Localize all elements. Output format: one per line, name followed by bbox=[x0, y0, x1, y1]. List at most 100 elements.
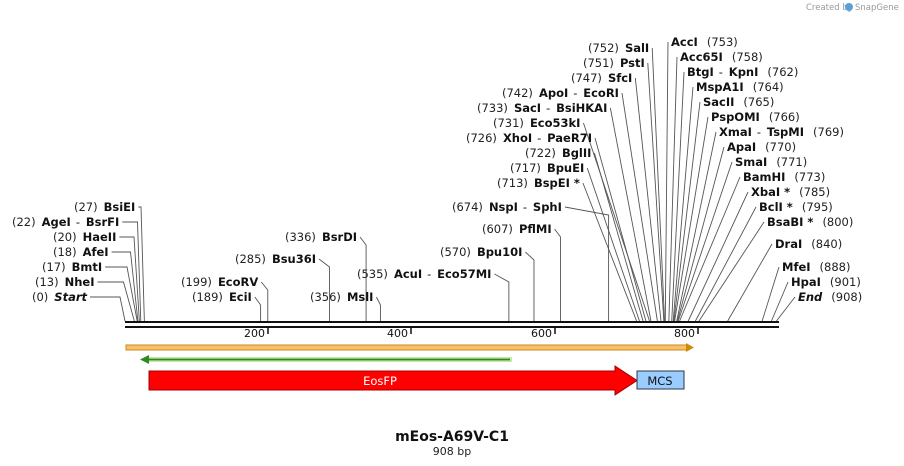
site-ecii-name: EciI bbox=[229, 290, 252, 304]
site-bsihkai-name: BsiHKAI bbox=[556, 101, 607, 115]
site-bspei[interactable]: (713)BspEI * bbox=[497, 176, 580, 190]
connector-end bbox=[776, 296, 796, 322]
site-acui-name: AcuI bbox=[394, 267, 422, 281]
site-bmti[interactable]: (17)BmtI bbox=[42, 260, 102, 274]
site-bsiei-position: (27) bbox=[74, 200, 98, 214]
site-hpai[interactable]: HpaI(901) bbox=[791, 275, 861, 289]
tick-label-600: 600 bbox=[531, 327, 552, 340]
snapgene-brand: SnapGene bbox=[855, 3, 899, 13]
site-pspomi-position: (766) bbox=[769, 110, 800, 124]
site-nspi-dash: - bbox=[523, 200, 527, 214]
site-tspmi-name: TspMI bbox=[767, 125, 804, 139]
site-bsrdi[interactable]: (336)BsrDI bbox=[285, 230, 357, 244]
site-sali-name: SalI bbox=[625, 41, 649, 55]
site-apoi[interactable]: (742)ApoI-EcoRI bbox=[502, 86, 619, 100]
connector-msli bbox=[376, 296, 381, 321]
site-agei[interactable]: (22)AgeI-BsrFI bbox=[12, 215, 119, 229]
site-saci[interactable]: (733)SacI-BsiHKAI bbox=[477, 101, 607, 115]
site-acci[interactable]: AccI(753) bbox=[671, 35, 738, 49]
site-mspa1i[interactable]: MspA1I(764) bbox=[696, 80, 784, 94]
connector-bamhi bbox=[679, 176, 741, 322]
site-end-name: End bbox=[798, 290, 823, 304]
site-bpuei-position: (717) bbox=[510, 161, 541, 175]
site-bsu36i[interactable]: (285)Bsu36I bbox=[235, 252, 316, 266]
site-drai[interactable]: DraI(840) bbox=[775, 237, 842, 251]
site-haeii[interactable]: (20)HaeII bbox=[53, 230, 116, 244]
site-ecori-name: EcoRI bbox=[583, 86, 619, 100]
site-smai[interactable]: SmaI(771) bbox=[735, 155, 807, 169]
site-msli[interactable]: (356)MslI bbox=[310, 290, 373, 304]
connector-bmti bbox=[105, 266, 138, 322]
site-pflmi[interactable]: (607)PflMI bbox=[482, 222, 552, 236]
site-xbai-position: (785) bbox=[799, 185, 830, 199]
site-ecii[interactable]: (189) EciI bbox=[192, 290, 252, 304]
connector-bsu36i bbox=[318, 258, 330, 321]
site-bpu10i[interactable]: (570)Bpu10I bbox=[440, 245, 522, 259]
site-acc65i[interactable]: Acc65I(758) bbox=[680, 50, 763, 64]
site-sacii[interactable]: SacII(765) bbox=[703, 95, 774, 109]
site-sali-position: (752) bbox=[588, 41, 619, 55]
site-mfei[interactable]: MfeI(888) bbox=[782, 260, 850, 274]
backbone-bottom-strand bbox=[125, 326, 779, 328]
site-ecii-position: (189) bbox=[192, 290, 223, 304]
site-ecorv-position: (199) bbox=[181, 275, 212, 289]
connector-apoi bbox=[621, 92, 658, 322]
plasmid-title: mEos-A69V-C1 bbox=[395, 429, 509, 445]
site-agei-position: (22) bbox=[12, 215, 36, 229]
site-sali[interactable]: (752) SalI bbox=[588, 41, 649, 55]
site-btgi[interactable]: BtgI-KpnI(762) bbox=[687, 65, 798, 79]
site-nhei[interactable]: (13)NheI bbox=[35, 275, 95, 289]
site-end[interactable]: End (908) bbox=[798, 290, 862, 304]
site-sfci-position: (747) bbox=[571, 71, 602, 85]
site-haeii-position: (20) bbox=[53, 230, 77, 244]
connector-btgi bbox=[671, 71, 685, 322]
eosfp-arrow[interactable] bbox=[148, 365, 638, 396]
eosfp-feature[interactable]: EosFP bbox=[148, 365, 638, 396]
site-afei-position: (18) bbox=[53, 245, 77, 259]
connector-bglii bbox=[594, 152, 644, 322]
site-bglii[interactable]: (722)BglII bbox=[525, 146, 591, 160]
site-pspomi[interactable]: PspOMI(766) bbox=[711, 110, 800, 124]
site-nspi[interactable]: (674)NspI-SphI bbox=[452, 200, 562, 214]
site-bsabi[interactable]: BsaBI *(800) bbox=[767, 215, 853, 229]
site-apoi-name: ApoI bbox=[539, 86, 568, 100]
site-xbai[interactable]: XbaI *(785) bbox=[751, 185, 830, 199]
site-pflmi-position: (607) bbox=[482, 222, 513, 236]
site-bamhi[interactable]: BamHI(773) bbox=[743, 170, 825, 184]
site-smai-position: (771) bbox=[776, 155, 807, 169]
site-xmai[interactable]: XmaI-TspMI(769) bbox=[719, 125, 844, 139]
site-bsiei[interactable]: (27)BsiEI bbox=[74, 200, 135, 214]
site-xhoi[interactable]: (726)XhoI-PaeR7I bbox=[466, 131, 592, 145]
connector-bspei bbox=[582, 182, 637, 322]
site-acui[interactable]: (535)AcuI-Eco57MI bbox=[357, 267, 491, 281]
site-start[interactable]: (0)Start bbox=[32, 290, 88, 304]
connector-afei bbox=[111, 251, 139, 322]
connector-bpu10i bbox=[525, 251, 535, 321]
site-bsrdi-position: (336) bbox=[285, 230, 316, 244]
site-bpu10i-position: (570) bbox=[440, 245, 471, 259]
site-nhei-name: NheI bbox=[65, 275, 95, 289]
site-sfci[interactable]: (747)SfcI bbox=[571, 71, 632, 85]
site-sphi-name: SphI bbox=[533, 200, 562, 214]
site-paer7i-name: PaeR7I bbox=[547, 131, 592, 145]
site-sacii-name: SacII bbox=[703, 95, 734, 109]
site-end-position: (908) bbox=[831, 290, 862, 304]
site-psti[interactable]: (751)PstI bbox=[583, 56, 645, 70]
connector-apai bbox=[677, 146, 725, 322]
site-eco53ki[interactable]: (731)Eco53kI bbox=[493, 116, 580, 130]
site-bmti-position: (17) bbox=[42, 260, 66, 274]
site-btgi-position: (762) bbox=[767, 65, 798, 79]
site-apai[interactable]: ApaI(770) bbox=[727, 140, 796, 154]
site-bcli[interactable]: BclI *(795) bbox=[759, 200, 833, 214]
connector-xmai bbox=[676, 131, 717, 322]
site-ecorv[interactable]: (199)EcoRV bbox=[181, 275, 258, 289]
green-feature-arrow[interactable] bbox=[140, 355, 512, 364]
site-afei[interactable]: (18)AfeI bbox=[53, 245, 109, 259]
site-bpuei[interactable]: (717)BpuEI bbox=[510, 161, 584, 175]
connector-pflmi bbox=[554, 228, 561, 321]
site-mspa1i-position: (764) bbox=[753, 80, 784, 94]
mcs-feature[interactable]: MCS bbox=[636, 370, 685, 390]
mcs-box[interactable] bbox=[636, 370, 685, 390]
orange-feature-bar[interactable] bbox=[125, 343, 694, 352]
